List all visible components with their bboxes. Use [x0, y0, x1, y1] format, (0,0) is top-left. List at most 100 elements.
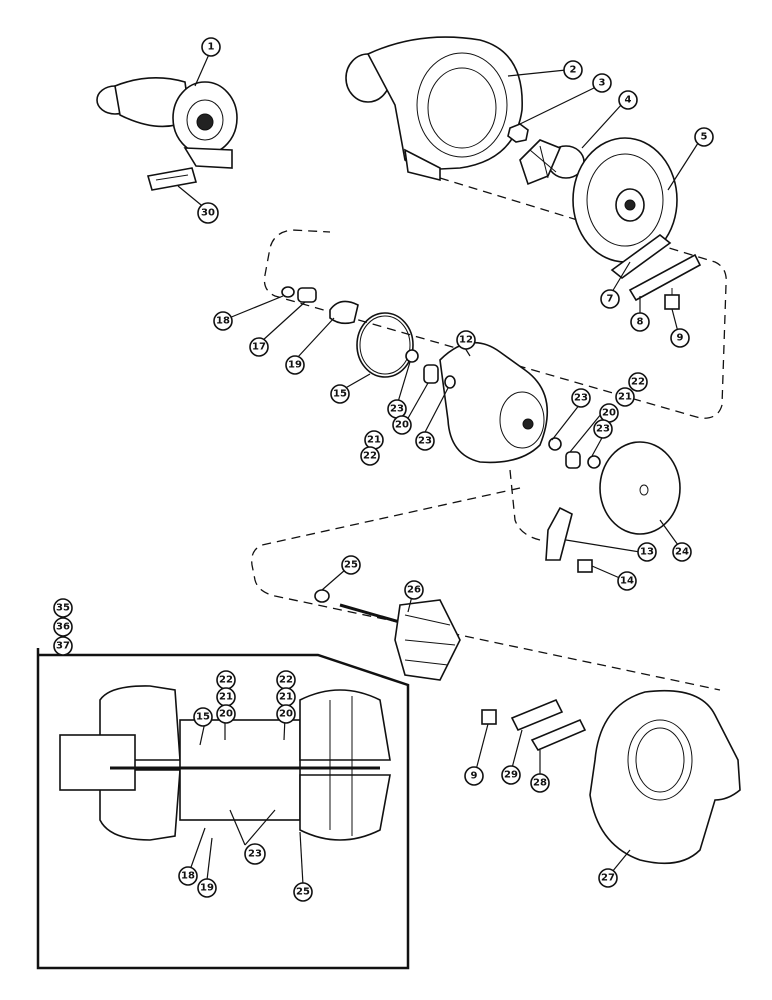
part-14-bolt — [577, 559, 593, 573]
part-9-bolt — [664, 288, 680, 310]
part-23-retainer-right — [548, 437, 562, 451]
part-28-clamp-plate — [530, 718, 587, 752]
svg-text:15: 15 — [333, 389, 347, 400]
part-12-center-housing — [439, 341, 548, 464]
callout-36: 36 — [53, 617, 73, 637]
callout-24: 24 — [672, 542, 692, 562]
callout-3: 3 — [592, 73, 612, 93]
svg-text:4: 4 — [625, 95, 632, 106]
callout-7: 7 — [600, 289, 620, 309]
callout-22-b: 22 — [628, 372, 648, 392]
callout-4: 4 — [618, 90, 638, 110]
svg-text:20: 20 — [395, 420, 409, 431]
cutaway-inset — [36, 648, 410, 970]
part-27-turbine-housing — [589, 689, 741, 865]
svg-text:23: 23 — [574, 393, 588, 404]
inset-callout-25: 25 — [293, 882, 313, 902]
part-2-compressor-housing — [345, 36, 523, 182]
svg-text:3: 3 — [599, 78, 606, 89]
svg-text:21: 21 — [279, 692, 293, 703]
callout-23-b: 23 — [415, 431, 435, 451]
svg-text:23: 23 — [418, 436, 432, 447]
part-29-clamp-plate — [510, 698, 564, 732]
callout-12: 12 — [456, 330, 476, 350]
inset-callout-23: 23 — [244, 843, 266, 865]
assembly-guide-lower — [251, 469, 721, 691]
part-5-backplate — [572, 137, 678, 263]
part-18-ring — [281, 286, 295, 298]
callout-18-upper: 18 — [213, 311, 233, 331]
part-1-turbocharger-assembly — [96, 77, 238, 169]
svg-text:26: 26 — [407, 585, 421, 596]
part-23-retainer-upper-left — [405, 349, 419, 363]
callout-2: 2 — [563, 60, 583, 80]
part-26-turbine-wheel-shaft — [339, 599, 461, 681]
callout-8: 8 — [630, 312, 650, 332]
part-23-retainer-far-right — [587, 455, 601, 469]
callout-9-lower: 9 — [464, 766, 484, 786]
svg-text:12: 12 — [459, 335, 473, 346]
callout-37: 37 — [53, 636, 73, 656]
callout-17: 17 — [249, 337, 269, 357]
part-23-retainer-middle-left — [444, 375, 456, 389]
part-13-clamp — [545, 506, 573, 561]
svg-text:25: 25 — [344, 560, 358, 571]
callout-19-upper: 19 — [285, 355, 305, 375]
svg-text:20: 20 — [279, 709, 293, 720]
inset-callout-20-right: 20 — [276, 704, 296, 724]
svg-text:24: 24 — [675, 547, 689, 558]
part-20-bearing-upper-left — [423, 364, 439, 384]
svg-text:15: 15 — [196, 712, 210, 723]
svg-text:9: 9 — [677, 333, 684, 344]
callout-28: 28 — [530, 773, 550, 793]
svg-text:27: 27 — [601, 873, 615, 884]
svg-text:21: 21 — [219, 692, 233, 703]
callout-30: 30 — [197, 202, 219, 224]
svg-text:19: 19 — [288, 360, 302, 371]
callout-21-a: 21 — [364, 430, 384, 450]
inset-callout-15: 15 — [193, 707, 213, 727]
callout-14: 14 — [617, 571, 637, 591]
assembly-guide-upper — [263, 177, 727, 419]
svg-text:21: 21 — [618, 392, 632, 403]
callout-21-b: 21 — [615, 387, 635, 407]
svg-text:22: 22 — [363, 451, 377, 462]
part-20-bearing-right — [565, 451, 581, 469]
svg-text:23: 23 — [596, 424, 610, 435]
svg-text:13: 13 — [640, 547, 654, 558]
callout-15-upper: 15 — [330, 384, 350, 404]
svg-text:23: 23 — [390, 404, 404, 415]
part-17-thrust-collar — [297, 287, 317, 303]
callout-20-a: 20 — [392, 415, 412, 435]
callout-23-c: 23 — [571, 388, 591, 408]
inset-callout-21-right: 21 — [276, 687, 296, 707]
svg-text:17: 17 — [252, 342, 266, 353]
svg-text:22: 22 — [279, 675, 293, 686]
callout-35: 35 — [53, 598, 73, 618]
inset-callout-21-left: 21 — [216, 687, 236, 707]
svg-text:14: 14 — [620, 576, 634, 587]
svg-text:9: 9 — [471, 771, 478, 782]
inset-callout-22-right: 22 — [276, 670, 296, 690]
part-24-heat-shield — [599, 441, 681, 535]
svg-text:5: 5 — [701, 132, 708, 143]
callout-26: 26 — [404, 580, 424, 600]
svg-text:18: 18 — [216, 316, 230, 327]
callout-29: 29 — [501, 765, 521, 785]
callout-13: 13 — [637, 542, 657, 562]
svg-text:20: 20 — [602, 408, 616, 419]
part-19-thrust-bearing — [329, 300, 359, 325]
callout-22-a: 22 — [360, 446, 380, 466]
inset-callout-18: 18 — [178, 866, 198, 886]
svg-text:36: 36 — [56, 622, 70, 633]
svg-text:20: 20 — [219, 709, 233, 720]
svg-text:35: 35 — [56, 603, 70, 614]
part-8-clamp-plate — [628, 253, 702, 302]
svg-text:1: 1 — [208, 42, 215, 53]
svg-text:25: 25 — [296, 887, 310, 898]
inset-callout-20-left: 20 — [216, 704, 236, 724]
callout-20-b: 20 — [599, 403, 619, 423]
svg-text:30: 30 — [201, 208, 215, 219]
svg-text:23: 23 — [248, 849, 262, 860]
